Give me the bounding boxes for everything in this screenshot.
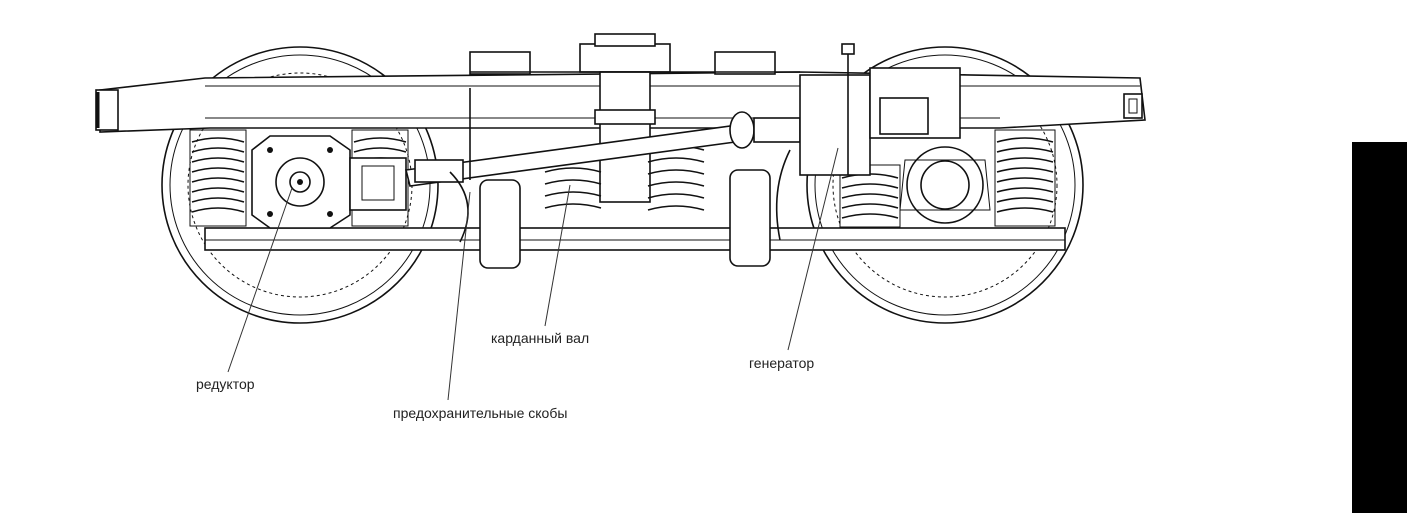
- leader-lines: [227, 147, 839, 401]
- safety-brackets-leader: [447, 191, 471, 401]
- label-cardan-shaft: карданный вал: [491, 330, 590, 346]
- generator-leader: [787, 147, 839, 351]
- reducer-gearbox: [251, 135, 407, 229]
- cardan-shaft-leader: [544, 184, 571, 327]
- generator-drawing: [799, 43, 991, 224]
- reducer-leader: [227, 187, 293, 373]
- bolster-top: [469, 33, 800, 203]
- label-reducer: редуктор: [196, 376, 255, 392]
- safety-brackets-drawing: [449, 88, 791, 243]
- lower-beam: [204, 169, 1066, 269]
- right-wheel: [806, 46, 1084, 324]
- label-safety-brackets: предохранительные скобы: [393, 405, 568, 421]
- edge-dark-bar: [1352, 142, 1407, 513]
- label-generator: генератор: [749, 355, 815, 371]
- cardan-shaft-drawing: [405, 111, 801, 187]
